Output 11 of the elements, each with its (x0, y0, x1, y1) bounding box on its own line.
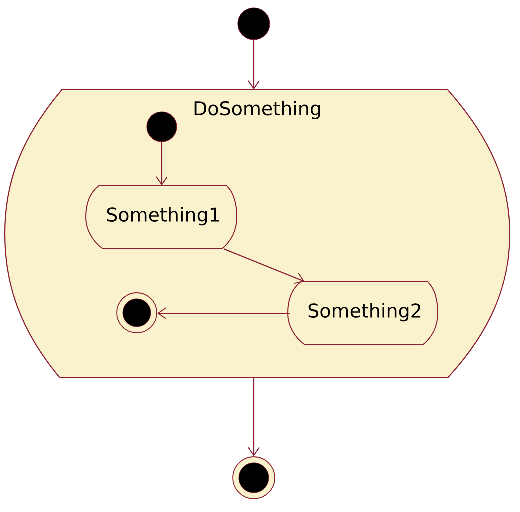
arrow (248, 378, 260, 457)
state-box: Something2 (288, 282, 438, 346)
state-box: Something1 (86, 186, 238, 250)
initial-state-dot (238, 8, 270, 40)
arrow (156, 142, 168, 186)
arrow (157, 308, 290, 320)
arrow (248, 40, 260, 90)
final-state-marker (116, 292, 158, 334)
final-state-marker (232, 456, 276, 500)
arrow (224, 248, 305, 284)
initial-state-dot (146, 112, 178, 142)
